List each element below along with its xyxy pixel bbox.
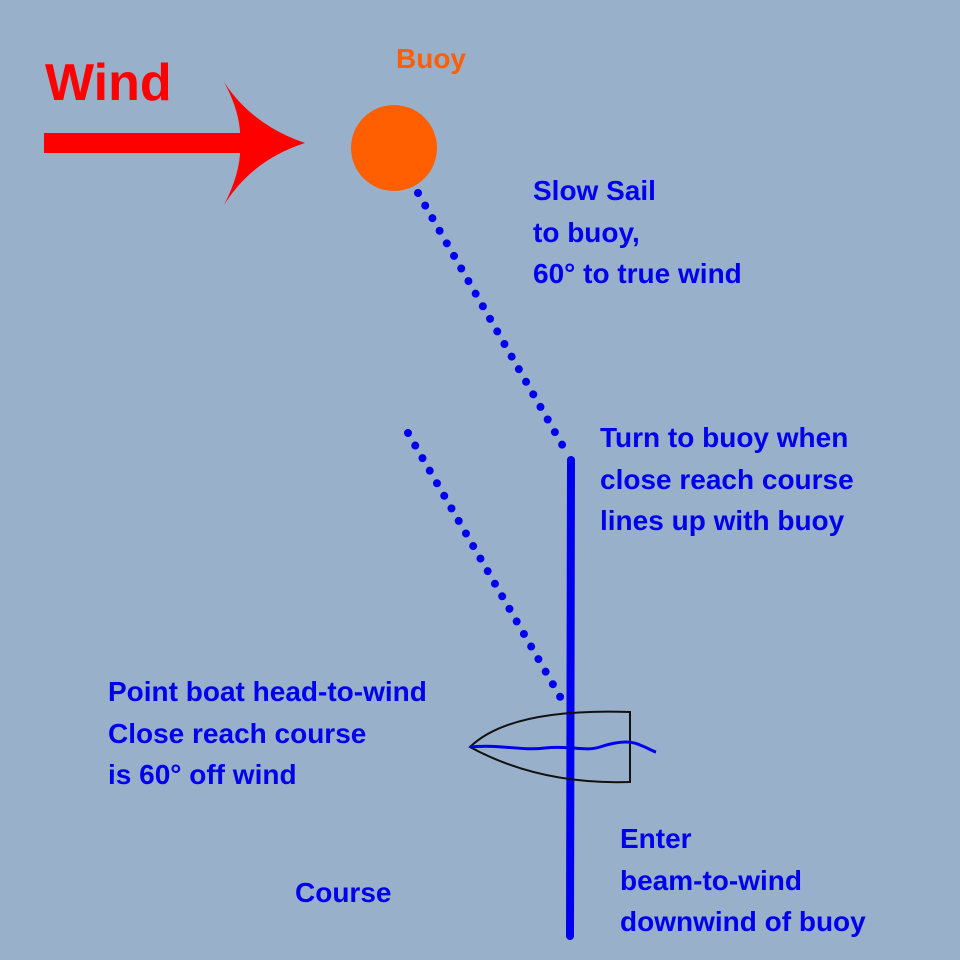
text-line: close reach course	[600, 464, 854, 495]
text-line: 60° to true wind	[533, 258, 742, 289]
boat-icon	[468, 710, 657, 784]
text-line: lines up with buoy	[600, 505, 845, 536]
text-line: downwind of buoy	[620, 906, 866, 937]
wind-arrow-icon	[44, 82, 305, 205]
buoy-label: Buoy	[396, 43, 466, 74]
text-line: Close reach course	[108, 718, 366, 749]
text-line: beam-to-wind	[620, 865, 802, 896]
text-line: Enter	[620, 823, 692, 854]
buoy	[351, 105, 437, 191]
wind-label: Wind	[45, 54, 172, 112]
text-line: Turn to buoy when	[600, 422, 848, 453]
slow-sail-text: Slow Sail to buoy, 60° to true wind	[533, 175, 742, 289]
text-line: is 60° off wind	[108, 759, 297, 790]
text-line: Slow Sail	[533, 175, 656, 206]
point-text: Point boat head-to-wind Close reach cour…	[108, 676, 427, 790]
turn-text: Turn to buoy when close reach course lin…	[600, 422, 854, 536]
course-label: Course	[295, 877, 391, 908]
enter-text: Enter beam-to-wind downwind of buoy	[620, 823, 866, 937]
course-line	[566, 456, 575, 940]
text-line: to buoy,	[533, 217, 640, 248]
text-line: Point boat head-to-wind	[108, 676, 427, 707]
